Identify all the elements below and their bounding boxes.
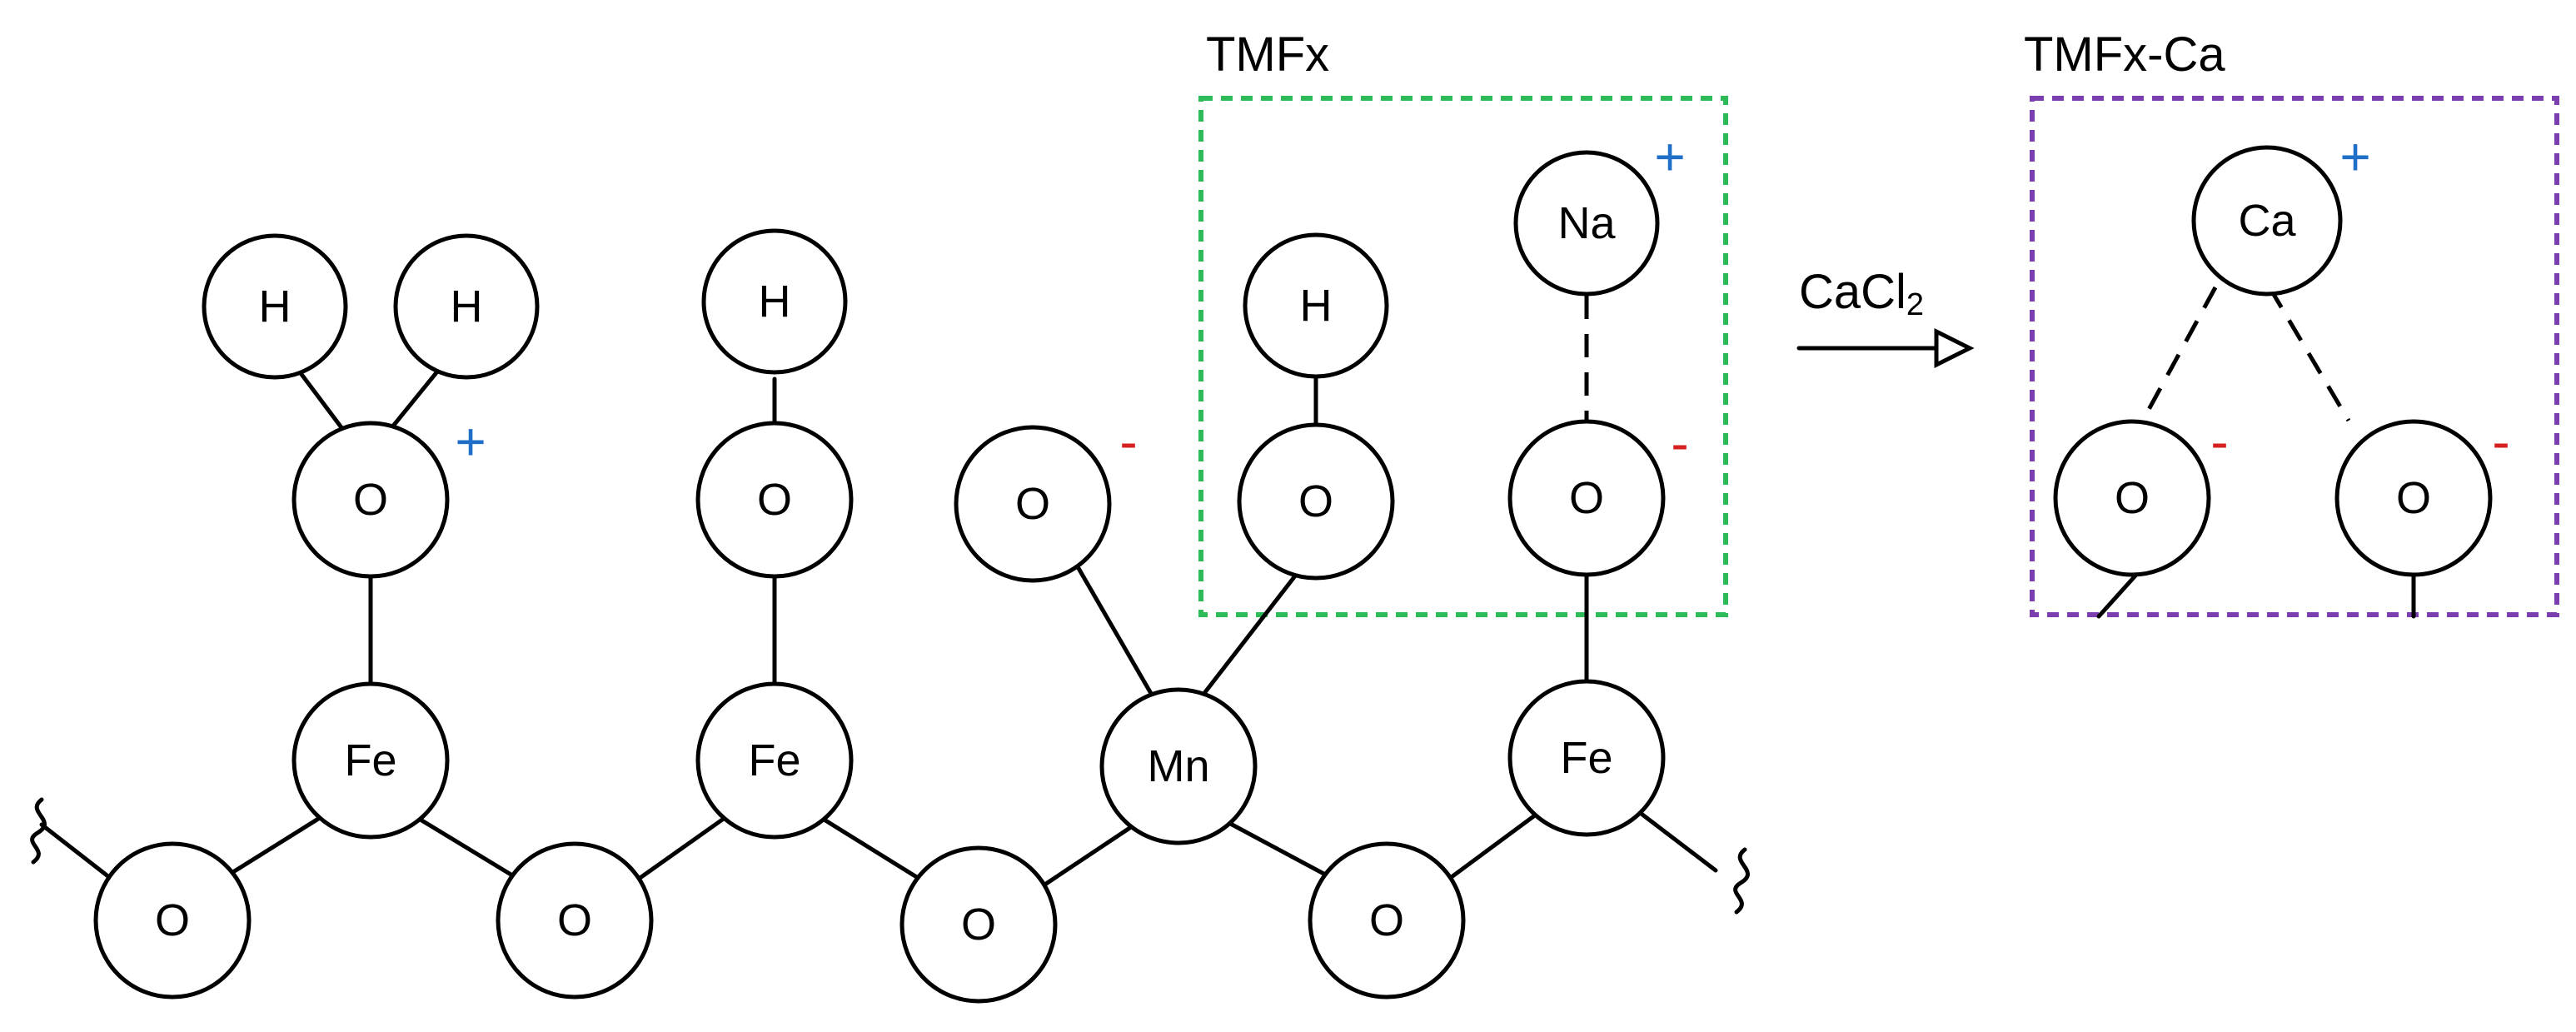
svg-text:O: O — [557, 895, 592, 945]
bond-fe1-ochain1 — [227, 810, 331, 877]
reaction-arrow — [1796, 327, 1975, 369]
svg-text:Fe: Fe — [748, 735, 800, 785]
negative-charge-anion-mn: - — [1119, 411, 1137, 471]
svg-text:Fe: Fe — [344, 735, 396, 785]
reagent-label: CaCl2 — [1799, 265, 1924, 322]
atom-o-na-bound: O — [1507, 419, 1666, 577]
bond-o-left-surface — [2096, 572, 2139, 619]
atom-h2: H — [393, 233, 540, 380]
negative-charge-ca-left: - — [2210, 411, 2228, 471]
svg-text:O: O — [1369, 895, 1404, 945]
svg-text:O: O — [757, 475, 792, 525]
atom-o-chain3: O — [899, 845, 1058, 1004]
atom-fe3: Fe — [1507, 679, 1666, 837]
atom-o-ca-right: O — [2334, 419, 2493, 577]
svg-text:Ca: Ca — [2238, 196, 2296, 246]
bond-fe3-end — [1626, 801, 1718, 873]
tmfx-ca-title: TMFx-Ca — [2024, 27, 2225, 82]
atom-mn: Mn — [1099, 687, 1258, 845]
atom-na: Na — [1513, 150, 1660, 297]
atom-h3: H — [701, 228, 848, 375]
svg-text:H: H — [451, 282, 483, 332]
atom-fe2: Fe — [695, 681, 854, 840]
svg-text:Mn: Mn — [1147, 741, 1209, 791]
svg-text:O: O — [961, 900, 996, 950]
svg-text:O: O — [2115, 473, 2150, 523]
positive-charge-hydroxonium: + — [455, 411, 486, 471]
svg-text:O: O — [1015, 479, 1050, 529]
tmfx-ca-box — [2030, 96, 2559, 617]
atom-fe1: Fe — [291, 681, 450, 840]
negative-charge-na-bound: - — [1671, 413, 1688, 473]
svg-text:O: O — [1298, 476, 1333, 526]
bond-mn-ochain4 — [1222, 818, 1343, 885]
atom-o-ca-left: O — [2053, 419, 2211, 577]
bond-ca-o-right — [2267, 286, 2351, 422]
bond-ca-o-left — [2138, 286, 2218, 426]
bond-fe2-ochain2 — [630, 810, 735, 885]
bond-chain-start — [39, 822, 119, 885]
atom-h4: H — [1243, 232, 1389, 379]
bond-mn-ochain3 — [1039, 818, 1144, 890]
atom-o-hydroxyl-mn: O — [1237, 422, 1395, 581]
atom-o-anion-mn: O — [954, 425, 1112, 583]
bonds — [39, 286, 2416, 890]
svg-text:O: O — [155, 895, 190, 945]
positive-charge-na: + — [1654, 127, 1685, 187]
atom-o-hydroxyl-fe2: O — [695, 421, 854, 579]
positive-charge-ca: + — [2339, 127, 2370, 187]
negative-charge-ca-right: - — [2492, 411, 2509, 471]
bond-o-anion-mn — [1068, 551, 1164, 715]
atom-ca: Ca — [2191, 145, 2343, 297]
svg-text:O: O — [1569, 473, 1604, 523]
bond-fe3-ochain4 — [1447, 805, 1547, 881]
atom-o-chain2: O — [496, 841, 654, 1000]
bond-h1-o — [293, 364, 348, 436]
svg-text:O: O — [353, 475, 388, 525]
bond-fe2-ochain3 — [810, 810, 935, 890]
bond-o-hydroxyl-mn — [1197, 568, 1302, 702]
tmfx-title: TMFx — [1206, 27, 1329, 82]
atom-h1: H — [202, 233, 348, 380]
chain-end-squiggle — [1733, 847, 1750, 915]
svg-text:O: O — [2396, 473, 2431, 523]
atom-o-chain1: O — [93, 841, 252, 1000]
svg-text:H: H — [759, 277, 791, 327]
tmfx-box — [1198, 96, 1728, 617]
svg-text:H: H — [1300, 281, 1333, 331]
svg-text:Fe: Fe — [1560, 733, 1612, 783]
bond-h2-o — [385, 364, 444, 436]
atom-o-hydroxonium: O — [291, 421, 450, 579]
svg-text:Na: Na — [1557, 198, 1616, 248]
svg-text:H: H — [259, 282, 291, 332]
chain-start-squiggle — [30, 797, 47, 865]
atom-o-chain4: O — [1308, 841, 1466, 1000]
bond-fe1-ochain2 — [406, 810, 527, 885]
